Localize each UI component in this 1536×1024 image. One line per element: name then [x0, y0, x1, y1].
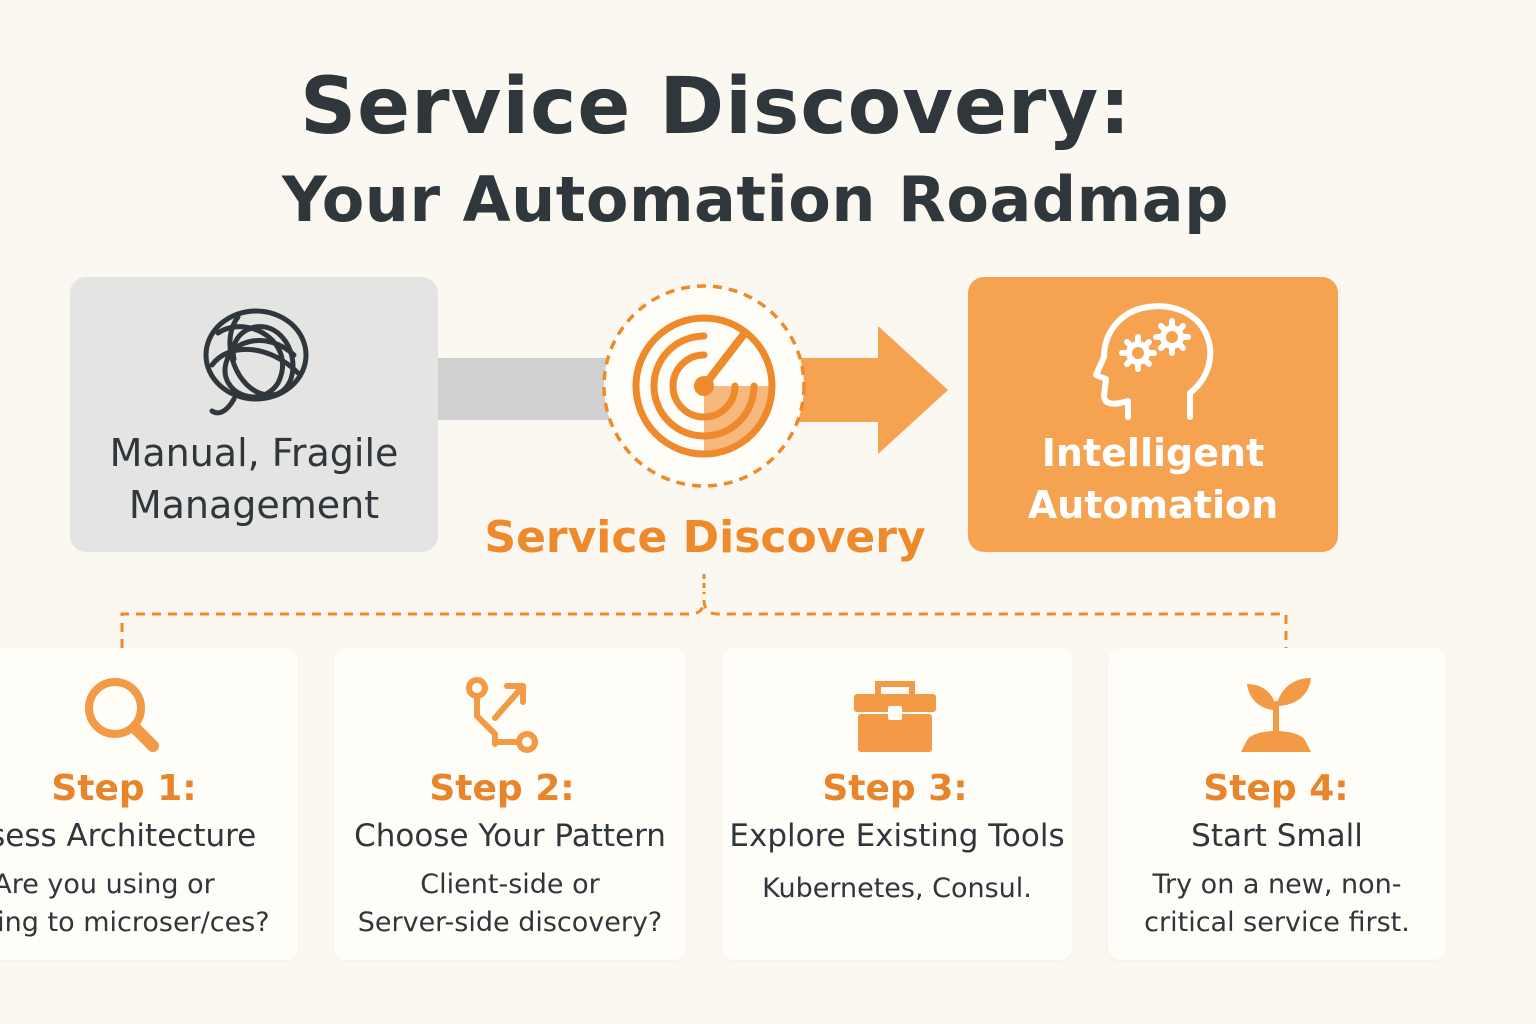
- step-card-2: Step 2: Choose Your Pattern Client-side …: [334, 648, 686, 960]
- intelligent-automation-box: Intelligent Automation: [968, 277, 1338, 552]
- step-title: Assess Architecture: [0, 818, 257, 854]
- step-description: Are you using or moving to microser/ces?: [0, 869, 270, 938]
- step-description: Try on a new, non- critical service firs…: [1144, 869, 1410, 938]
- step-title: Start Small: [1191, 818, 1363, 854]
- step-card-1: Step 1: Assess Architecture Are you usin…: [0, 648, 298, 960]
- intelligent-automation-label: Intelligent Automation: [1027, 431, 1279, 527]
- step-number: Step 4:: [1203, 768, 1349, 809]
- step-card-3: Step 3: Explore Existing Tools Kubernete…: [722, 648, 1072, 960]
- step-description: Client-side or Server-side discovery?: [357, 869, 663, 938]
- page-title: Service Discovery:: [300, 62, 1132, 152]
- magnifier-icon: [85, 678, 159, 752]
- step-number: Step 3:: [822, 768, 968, 809]
- step-title: Choose Your Pattern: [354, 818, 666, 854]
- manual-management-box: Manual, Fragile Management: [70, 277, 438, 552]
- branch-icon: [466, 677, 538, 753]
- manual-management-label: Manual, Fragile Management: [109, 431, 399, 527]
- step-number: Step 2:: [429, 768, 575, 809]
- brain-gears-icon: [1093, 303, 1214, 420]
- radar-icon: [602, 284, 806, 488]
- sprout-icon: [1241, 678, 1311, 752]
- toolbox-icon: [854, 681, 936, 752]
- orange-arrow: [790, 326, 948, 454]
- step-description: Kubernetes, Consul.: [762, 873, 1032, 904]
- step-number: Step 1:: [51, 768, 197, 809]
- gray-connector-bar: [438, 358, 613, 420]
- service-discovery-label: Service Discovery: [484, 512, 926, 563]
- steps-bracket: [120, 599, 1288, 648]
- page-subtitle: Your Automation Roadmap: [282, 163, 1229, 236]
- step-card-4: Step 4: Start Small Try on a new, non- c…: [1108, 648, 1446, 960]
- tangled-knot-icon: [203, 308, 309, 416]
- step-title: Explore Existing Tools: [729, 818, 1065, 854]
